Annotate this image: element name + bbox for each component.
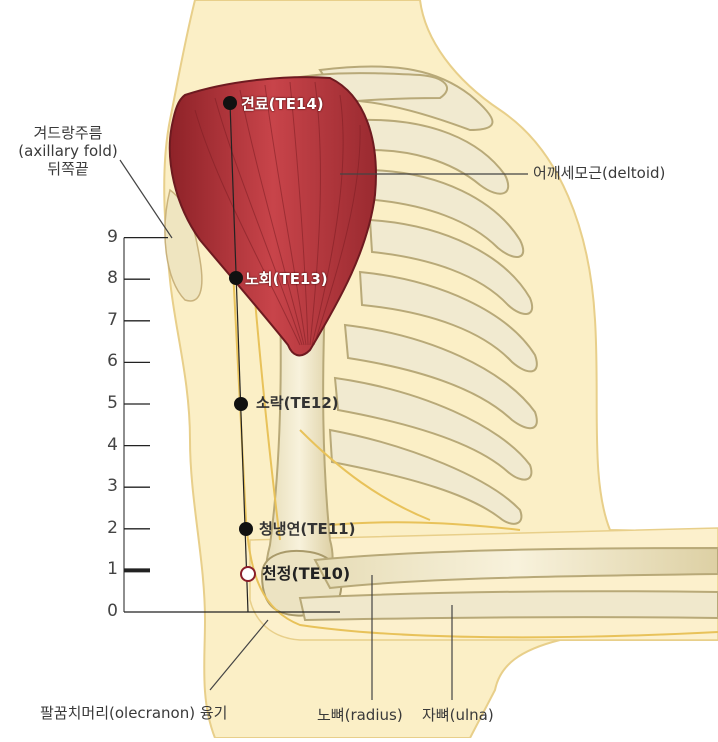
ulna-bone (298, 590, 718, 622)
scale-number-5: 5 (107, 393, 118, 413)
scale-number-7: 7 (107, 309, 118, 330)
point-label-te11: 청냉연(TE11) (259, 520, 356, 538)
olecranon-label: 팔꿈치머리(olecranon) 융기 (40, 704, 228, 722)
axillary-fold-line3: 뒤쪽끝 (47, 160, 89, 178)
axillary-fold-label: 겨드랑주름 (axillary fold) 뒤쪽끝 (8, 124, 128, 178)
acupoint-marker-2 (229, 271, 243, 285)
point-label-te13: 노회(TE13) (245, 270, 328, 288)
point-label-te12: 소락(TE12) (256, 394, 339, 412)
deltoid-label: 어깨세모근(deltoid) (533, 164, 666, 182)
scale-number-0: 0 (107, 601, 118, 621)
acupoint-marker-3 (234, 397, 248, 411)
scale-number-4: 4 (107, 434, 118, 455)
acupoint-marker-1 (223, 96, 237, 110)
radius-bone (313, 546, 718, 590)
ulna-label: 자뼈(ulna) (422, 706, 494, 724)
axillary-fold-line2: (axillary fold) (18, 142, 118, 160)
point-label-te14: 견료(TE14) (241, 95, 324, 113)
measurement-scale (123, 236, 340, 613)
axillary-fold-line1: 겨드랑주름 (33, 124, 103, 142)
scale-number-1: 1 (107, 559, 118, 580)
scale-number-9: 9 (107, 226, 118, 247)
point-label-te10: 천정(TE10) (262, 564, 351, 583)
scale-number-2: 2 (107, 517, 118, 538)
acupoint-markers (223, 96, 256, 582)
scale-number-6: 6 (107, 351, 118, 372)
acupoint-marker-5 (240, 566, 256, 582)
deltoid-muscle (168, 76, 377, 357)
deltoid-fibers (194, 81, 361, 346)
acupoint-marker-4 (239, 522, 253, 536)
scale-number-3: 3 (107, 476, 118, 497)
scale-number-8: 8 (107, 268, 118, 289)
radius-label: 노뼈(radius) (317, 706, 403, 724)
